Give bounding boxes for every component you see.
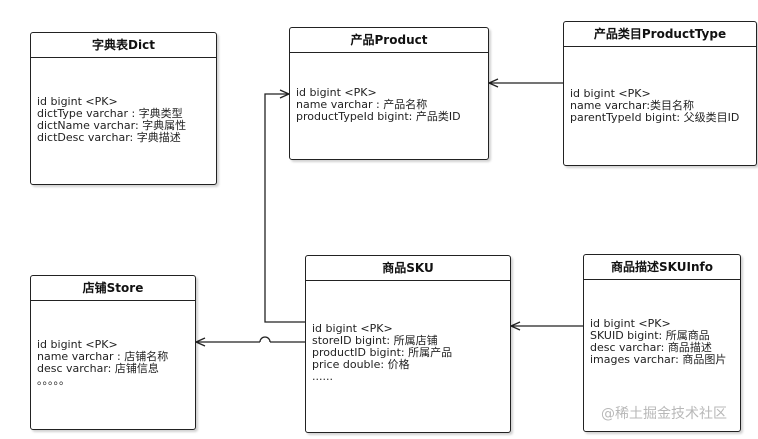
- field-row: productID bigint: 所属产品: [312, 346, 453, 359]
- field-row: id bigint <PK>: [312, 322, 393, 335]
- field-row: dictDesc varchar: 字典描述: [37, 131, 181, 144]
- entity-sku-info: 商品描述SKUInfo id bigint <PK> SKUID bigint:…: [583, 254, 741, 432]
- field-row: id bigint <PK>: [37, 338, 118, 351]
- arrowhead-store-from-sku: [194, 337, 206, 347]
- relation-sku-product: [264, 93, 305, 323]
- field-row: price double: 价格: [312, 358, 410, 371]
- entity-sku: 商品SKU id bigint <PK> storeID bigint: 所属店…: [305, 255, 511, 433]
- field-row: name varchar : 店铺名称: [37, 350, 169, 363]
- field-row: desc varchar: 店铺信息: [37, 362, 159, 375]
- field-row: name varchar:类目名称: [570, 99, 695, 112]
- field-row: images varchar: 商品图片: [590, 353, 727, 366]
- field-row: productTypeId bigint: 产品类ID: [296, 110, 461, 123]
- field-row: id bigint <PK>: [570, 87, 651, 100]
- entity-product-type-title: 产品类目ProductType: [564, 22, 756, 47]
- field-row: 。。。。。: [37, 374, 70, 387]
- watermark: @稀土掘金技术社区: [601, 406, 727, 422]
- arrowhead-sku-from-skuinfo: [509, 321, 521, 331]
- field-row: storeID bigint: 所属店铺: [312, 334, 438, 347]
- entity-product-title: 产品Product: [290, 28, 488, 53]
- entity-store: 店铺Store id bigint <PK> name varchar : 店铺…: [30, 275, 196, 430]
- arrowhead-product-from-producttype: [487, 78, 499, 88]
- entity-product: 产品Product id bigint <PK> name varchar : …: [289, 27, 489, 160]
- field-row: ......: [312, 370, 333, 383]
- field-row: name varchar : 产品名称: [296, 98, 428, 111]
- entity-dict: 字典表Dict id bigint <PK> dictType varchar …: [30, 32, 217, 185]
- entity-store-title: 店铺Store: [31, 276, 195, 301]
- field-row: id bigint <PK>: [590, 317, 671, 330]
- line-hop: [259, 336, 271, 343]
- field-row: SKUID bigint: 所属商品: [590, 329, 710, 342]
- entity-dict-title: 字典表Dict: [31, 33, 216, 58]
- entity-product-type: 产品类目ProductType id bigint <PK> name varc…: [563, 21, 757, 166]
- field-row: desc varchar: 商品描述: [590, 341, 712, 354]
- field-row: id bigint <PK>: [296, 86, 377, 99]
- field-row: id bigint <PK>: [37, 95, 118, 108]
- field-row: dictType varchar : 字典类型: [37, 107, 183, 120]
- entity-sku-title: 商品SKU: [306, 256, 510, 281]
- entity-sku-info-title: 商品描述SKUInfo: [584, 255, 740, 280]
- field-row: parentTypeId bigint: 父级类目ID: [570, 111, 740, 124]
- field-row: dictName varchar: 字典属性: [37, 119, 187, 132]
